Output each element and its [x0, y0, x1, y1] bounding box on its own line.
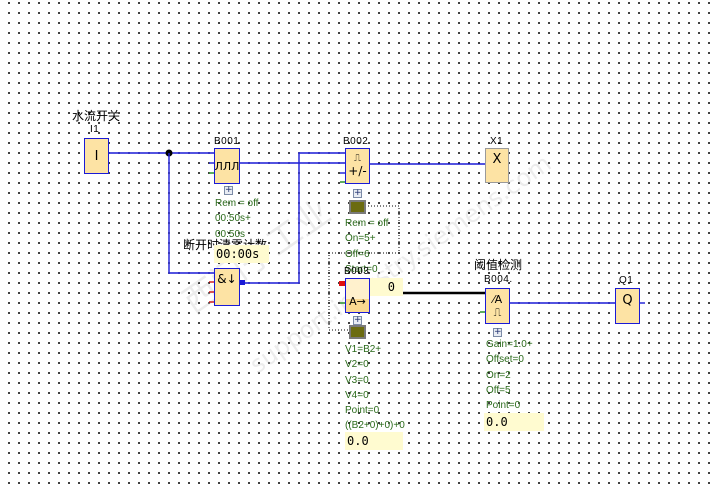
params-b004: Gain=1.0+ Offset=0 On=2 Off=5 Point=0: [486, 339, 533, 412]
params-b001: Rem = off 00:50s+ 00:50s: [215, 198, 259, 240]
params-b003: V1=B2+ V2=0 V3=0 V4=0 Point=0 ((B2+0)+0)…: [345, 344, 405, 432]
output-value-b003: 0: [370, 278, 403, 296]
pulse-icon: ⎍: [493, 306, 502, 319]
block-label-b003: B003: [344, 266, 370, 277]
block-label-x1: X1: [490, 136, 504, 147]
block-symbol: Q: [622, 293, 633, 308]
input-block-i1[interactable]: I: [84, 138, 109, 174]
block-label-b001: B001: [214, 136, 240, 147]
output-block-q1[interactable]: Q: [615, 288, 640, 324]
wire: [168, 153, 214, 274]
parameter-icon-b002[interactable]: [349, 200, 366, 214]
expand-button-b001[interactable]: +: [224, 185, 233, 195]
block-label-q1: Q1: [619, 275, 634, 286]
param-link: [328, 205, 400, 331]
edge-rise-icon: ⎍: [354, 153, 361, 164]
wire: [244, 152, 345, 284]
timer-value-b005: 00:00s: [214, 245, 269, 263]
block-comment-b004: 阈值检测: [474, 258, 523, 272]
block-symbol: I: [94, 148, 99, 164]
math-block-b003[interactable]: A→: [345, 278, 370, 313]
block-label-b004: B004.: [484, 274, 513, 285]
function-block-b002[interactable]: ⎍ +/-: [345, 148, 370, 184]
open-connector-x1[interactable]: X: [485, 148, 509, 183]
expand-button-b003[interactable]: +: [353, 315, 362, 325]
function-block-b005[interactable]: &↓: [214, 268, 240, 306]
block-label-b002: B002: [343, 136, 369, 147]
block-label-i1: I1: [90, 124, 100, 135]
result-value-b003: 0.0: [345, 432, 403, 450]
analog-threshold-icon: ⁄A: [492, 293, 503, 306]
analog-math-icon: A→: [349, 295, 366, 308]
parameter-icon-b003[interactable]: [349, 325, 366, 339]
function-block-b001[interactable]: ЛЛЛ: [214, 148, 240, 184]
expand-button-b002[interactable]: +: [353, 188, 362, 198]
result-value-b004: 0.0: [484, 413, 544, 431]
block-symbol: X: [492, 152, 502, 167]
edge-and-icon: &↓: [217, 272, 237, 286]
pulse-generator-icon: ЛЛЛ: [214, 159, 240, 173]
expand-button-b004[interactable]: +: [493, 327, 502, 337]
params-b002: Rem = off On=5+ Off=6 Start=0: [345, 218, 389, 275]
counter-icon: +/-: [348, 164, 367, 178]
block-comment-i1: 水流开关: [72, 109, 121, 123]
threshold-block-b004[interactable]: ⁄A ⎍: [485, 288, 510, 324]
